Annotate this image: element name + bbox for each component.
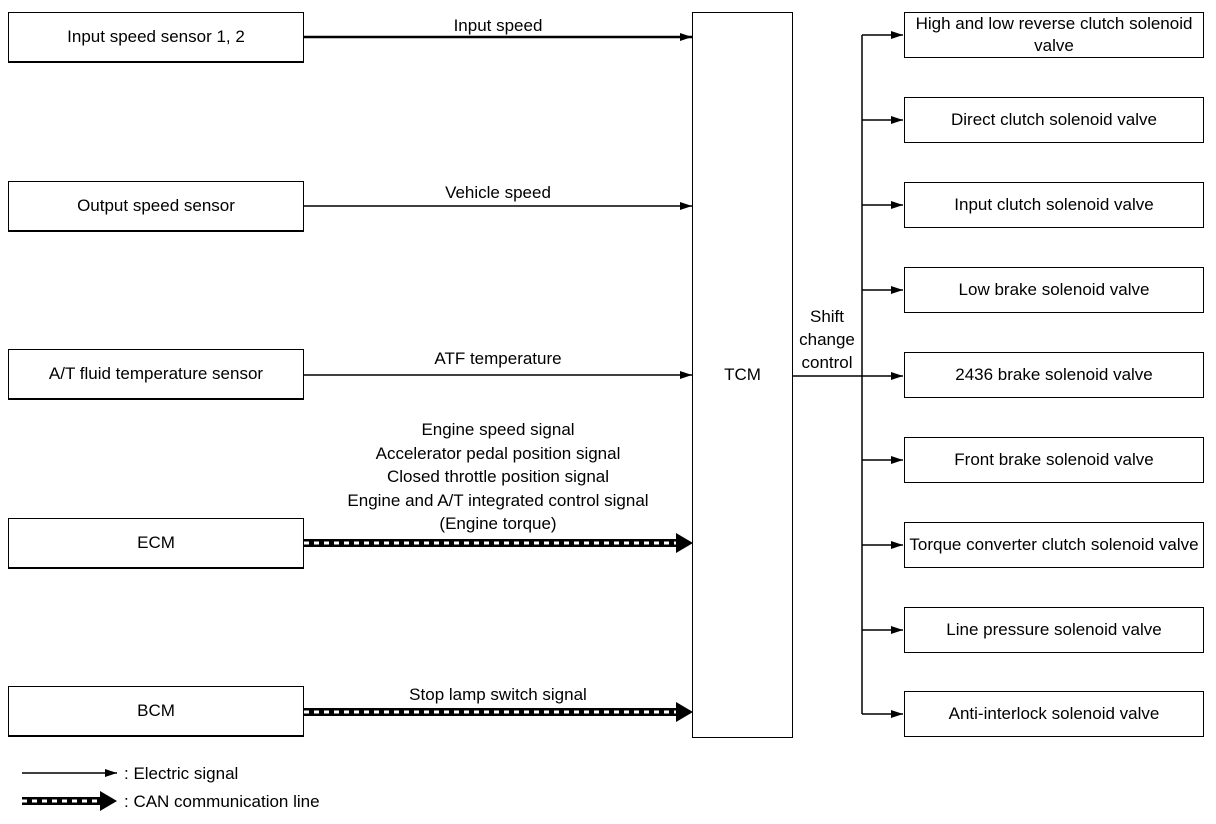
ecm-label: ECM (137, 533, 175, 552)
front-brake-valve-label: Front brake solenoid valve (954, 450, 1154, 469)
low-brake-valve-box: Low brake solenoid valve (904, 267, 1204, 313)
engine-speed-signal-label: Engine speed signal (421, 420, 575, 439)
line-pressure-valve-box: Line pressure solenoid valve (904, 607, 1204, 653)
accelerator-pedal-signal-label: Accelerator pedal position signal (375, 443, 621, 463)
bcm-box: BCM (8, 686, 304, 737)
bcm-can-line (304, 702, 693, 722)
atf-temp-sensor-label: A/T fluid temperature sensor (48, 364, 264, 383)
ecm-box: ECM (8, 518, 304, 569)
anti-interlock-valve-label: Anti-interlock solenoid valve (948, 704, 1160, 723)
torque-converter-clutch-valve-label: Torque converter clutch solenoid valve (909, 535, 1199, 554)
input-clutch-valve-box: Input clutch solenoid valve (904, 182, 1204, 228)
output-speed-sensor-box: Output speed sensor (8, 181, 304, 232)
direct-clutch-valve-label: Direct clutch solenoid valve (951, 110, 1157, 129)
front-brake-valve-box: Front brake solenoid valve (904, 437, 1204, 483)
atf-temp-sensor-box: A/T fluid temperature sensor (8, 349, 304, 400)
input-speed-sensor-label: Input speed sensor 1, 2 (67, 27, 245, 46)
input-speed-signal-label: Input speed (453, 16, 543, 35)
integrated-control-signal-label: Engine and A/T integrated control signal (347, 490, 649, 510)
ecm-signal-list: Engine speed signal Accelerator pedal po… (298, 418, 698, 536)
high-low-reverse-clutch-valve-label: High and low reverse clutch solenoid val… (915, 14, 1193, 55)
output-speed-sensor-label: Output speed sensor (77, 196, 235, 215)
brake-2436-valve-label: 2436 brake solenoid valve (955, 365, 1153, 384)
low-brake-valve-label: Low brake solenoid valve (958, 280, 1150, 299)
closed-throttle-signal-label: Closed throttle position signal (386, 467, 610, 486)
tcm-box: TCM (692, 12, 793, 738)
direct-clutch-valve-box: Direct clutch solenoid valve (904, 97, 1204, 143)
control-word: control (801, 353, 853, 372)
stop-lamp-signal-label: Stop lamp switch signal (409, 685, 587, 704)
line-pressure-valve-label: Line pressure solenoid valve (946, 620, 1162, 639)
anti-interlock-valve-box: Anti-interlock solenoid valve (904, 691, 1204, 737)
bcm-label: BCM (137, 701, 175, 720)
input-clutch-valve-label: Input clutch solenoid valve (954, 195, 1154, 214)
legend-electric-label: : Electric signal (124, 764, 239, 783)
legend-can-label: : CAN communication line (124, 792, 320, 811)
legend-can-arrow (22, 791, 117, 811)
brake-2436-valve-box: 2436 brake solenoid valve (904, 352, 1204, 398)
vehicle-speed-signal-label: Vehicle speed (445, 183, 551, 202)
engine-torque-signal-label: (Engine torque) (439, 514, 557, 533)
atf-temperature-signal-label: ATF temperature (434, 349, 562, 368)
shift-change-control-label: Shift change control (790, 305, 864, 374)
torque-converter-clutch-valve-box: Torque converter clutch solenoid valve (904, 522, 1204, 568)
tcm-label: TCM (724, 365, 761, 384)
input-speed-sensor-box: Input speed sensor 1, 2 (8, 12, 304, 63)
shift-word: Shift (809, 307, 845, 326)
ecm-can-line (304, 533, 693, 553)
high-low-reverse-clutch-valve-box: High and low reverse clutch solenoid val… (904, 12, 1204, 58)
change-word: change (799, 330, 855, 349)
